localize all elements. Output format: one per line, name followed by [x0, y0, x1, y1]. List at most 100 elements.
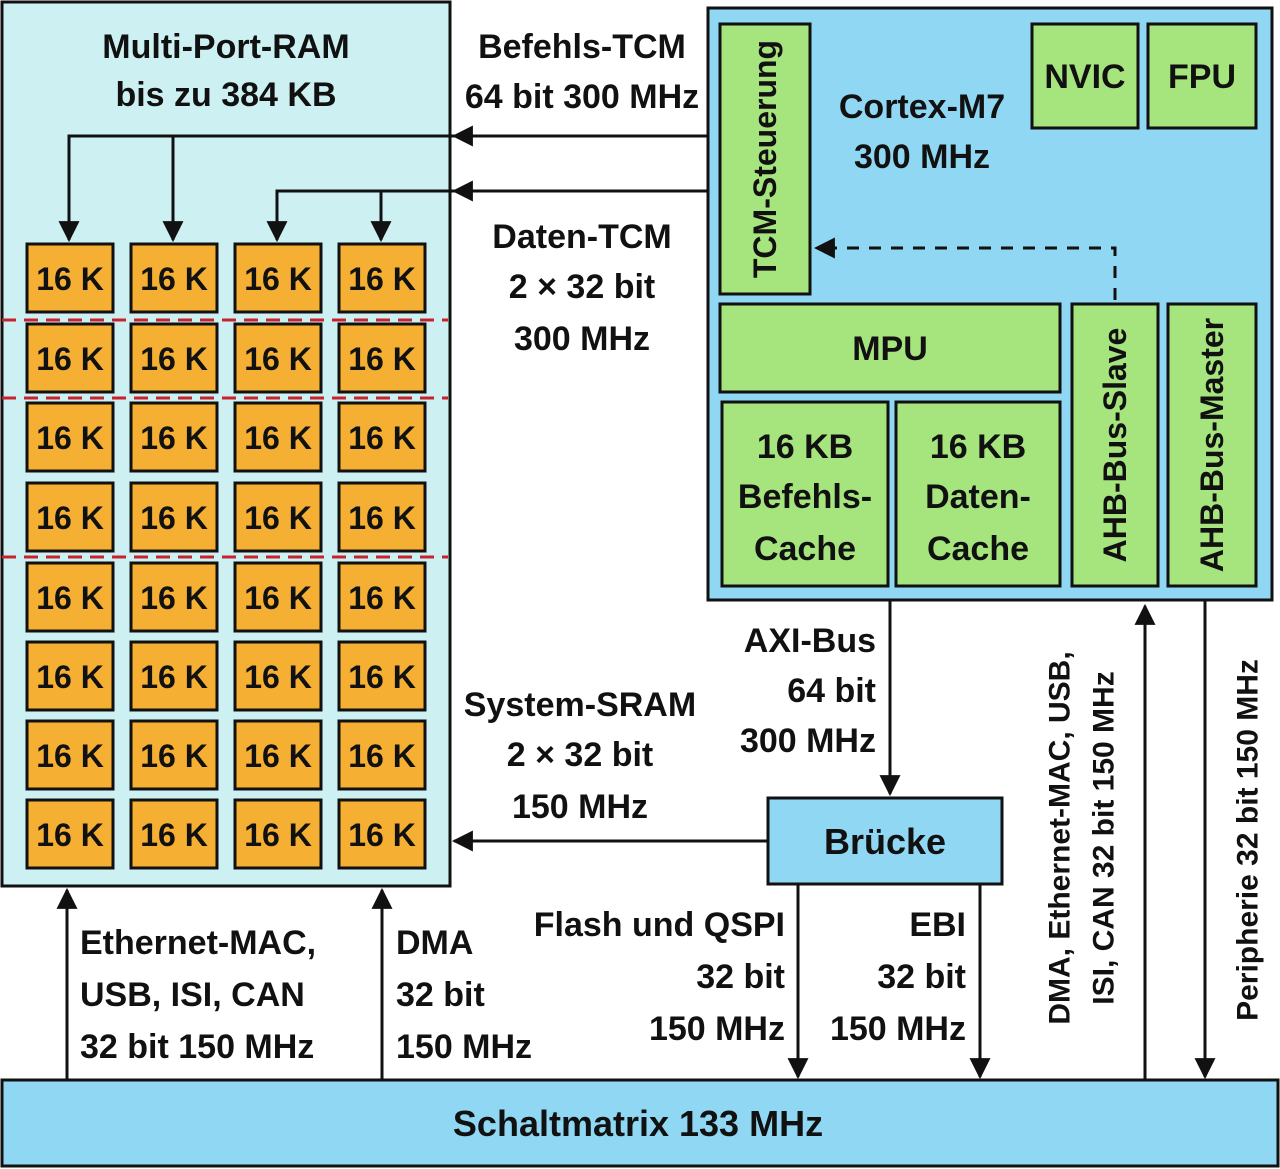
ram-bank — [25, 401, 115, 473]
axi-label: AXI-Bus — [744, 622, 876, 660]
ram-bank — [25, 640, 115, 712]
bridge-label: Brücke — [824, 821, 946, 862]
ahb-slave-label: AHB-Bus-Slave — [1097, 328, 1133, 563]
ram-bank-label: 16 K — [348, 341, 416, 377]
ram-bank — [25, 719, 115, 791]
ram-bank-label: 16 K — [348, 420, 416, 456]
ram-bank — [129, 401, 219, 473]
peripheral-bus-label: Peripherie 32 bit 150 MHz — [1232, 659, 1265, 1021]
tcm-controller-block — [718, 22, 812, 296]
system-sram-width: 2 × 32 bit — [507, 736, 653, 774]
axi-speed: 300 MHz — [740, 722, 876, 760]
ram-bank-label: 16 K — [244, 817, 312, 853]
ram-bank-label: 16 K — [140, 580, 208, 616]
ram-bank-label: 16 K — [244, 500, 312, 536]
ram-bank — [337, 719, 427, 791]
nvic-label: NVIC — [1044, 58, 1125, 96]
ram-bank — [233, 561, 323, 633]
ram-bank — [129, 561, 219, 633]
ram-bank-label: 16 K — [348, 500, 416, 536]
ebi-speed: 150 MHz — [830, 1010, 966, 1048]
ahb-slave-bus-label-2: ISI, CAN 32 bit 150 MHz — [1088, 671, 1121, 1004]
ahb-master-block — [1166, 302, 1258, 588]
ram-bank — [25, 242, 115, 314]
flash-qspi-width: 32 bit — [696, 958, 785, 996]
ram-bank — [129, 322, 219, 394]
flash-qspi-speed: 150 MHz — [649, 1010, 785, 1048]
ebi-label: EBI — [909, 906, 966, 944]
mpu-block — [718, 302, 1062, 394]
ram-bank-label: 16 K — [244, 580, 312, 616]
ram-bank-label: 16 K — [348, 659, 416, 695]
switch-matrix-label: Schaltmatrix 133 MHz — [453, 1103, 823, 1144]
icache-word: Cache — [754, 530, 856, 568]
ram-bank — [129, 481, 219, 553]
ram-bank — [25, 561, 115, 633]
ram-bank — [129, 640, 219, 712]
instruction-cache-block — [720, 400, 890, 588]
ram-bank-label: 16 K — [244, 420, 312, 456]
ram-bank-label: 16 K — [348, 261, 416, 297]
ram-bank — [233, 481, 323, 553]
ram-bank — [129, 719, 219, 791]
ram-bank-label: 16 K — [140, 261, 208, 297]
itcm-speed: 64 bit 300 MHz — [465, 78, 699, 116]
ram-bank — [337, 798, 427, 870]
ram-bank — [337, 640, 427, 712]
ram-bank — [337, 401, 427, 473]
fpu-label: FPU — [1168, 58, 1236, 96]
ram-bank — [233, 242, 323, 314]
ram-bank — [233, 640, 323, 712]
ram-bank-label: 16 K — [140, 738, 208, 774]
dcache-type: Daten- — [925, 478, 1031, 516]
axi-width: 64 bit — [787, 672, 876, 710]
ram-bank-label: 16 K — [244, 261, 312, 297]
ram-bank-label: 16 K — [36, 500, 104, 536]
ram-bank-label: 16 K — [36, 738, 104, 774]
dcache-word: Cache — [927, 530, 1029, 568]
ram-bank — [337, 481, 427, 553]
ram-bank-label: 16 K — [36, 817, 104, 853]
ram-bank-grid: 16 K 16 K 16 K 16 K 16 K 16 K 16 K 16 K 16 K 16 K… — [25, 242, 427, 870]
ram-bank — [233, 322, 323, 394]
ram-bank-label: 16 K — [140, 420, 208, 456]
system-sram-speed: 150 MHz — [512, 788, 648, 826]
ram-bank — [25, 322, 115, 394]
ram-bank-label: 16 K — [36, 420, 104, 456]
switch-matrix-bar — [0, 1078, 1280, 1168]
ram-bank — [25, 798, 115, 870]
mpu-label: MPU — [852, 330, 928, 368]
ram-bank-label: 16 K — [348, 738, 416, 774]
ram-bank-label: 16 K — [348, 580, 416, 616]
ram-bank — [337, 322, 427, 394]
ram-bank-label: 16 K — [36, 580, 104, 616]
ram-bank-label: 16 K — [36, 341, 104, 377]
system-sram-label: System-SRAM — [464, 686, 696, 724]
ethernet-usb-label-1: Ethernet-MAC, — [80, 924, 316, 962]
ram-bank — [337, 242, 427, 314]
ram-bank — [129, 798, 219, 870]
core-frequency: 300 MHz — [854, 138, 990, 176]
ahb-master-label: AHB-Bus-Master — [1194, 318, 1230, 572]
ahb-slave-bus-label-1: DMA, Ethernet-MAC, USB, — [1044, 651, 1077, 1024]
ram-bank-label: 16 K — [244, 659, 312, 695]
tcm-controller-label: TCM-Steuerung — [747, 40, 783, 278]
ahb-slave-to-tcm-arrow — [813, 237, 1117, 300]
dma-label: DMA — [396, 924, 473, 962]
dtcm-label: Daten-TCM — [492, 218, 671, 256]
dtcm-width: 2 × 32 bit — [509, 268, 655, 306]
ram-bank-label: 16 K — [36, 261, 104, 297]
ram-bank-label: 16 K — [140, 341, 208, 377]
ram-bank — [233, 798, 323, 870]
dcache-size: 16 KB — [930, 428, 1026, 466]
ethernet-usb-label-3: 32 bit 150 MHz — [80, 1028, 314, 1066]
data-cache-block — [894, 400, 1062, 588]
ram-bank-label: 16 K — [140, 500, 208, 536]
ram-bank-label: 16 K — [36, 659, 104, 695]
ebi-width: 32 bit — [877, 958, 966, 996]
ahb-slave-block — [1070, 302, 1160, 588]
ram-bank — [337, 561, 427, 633]
ram-bank — [25, 481, 115, 553]
